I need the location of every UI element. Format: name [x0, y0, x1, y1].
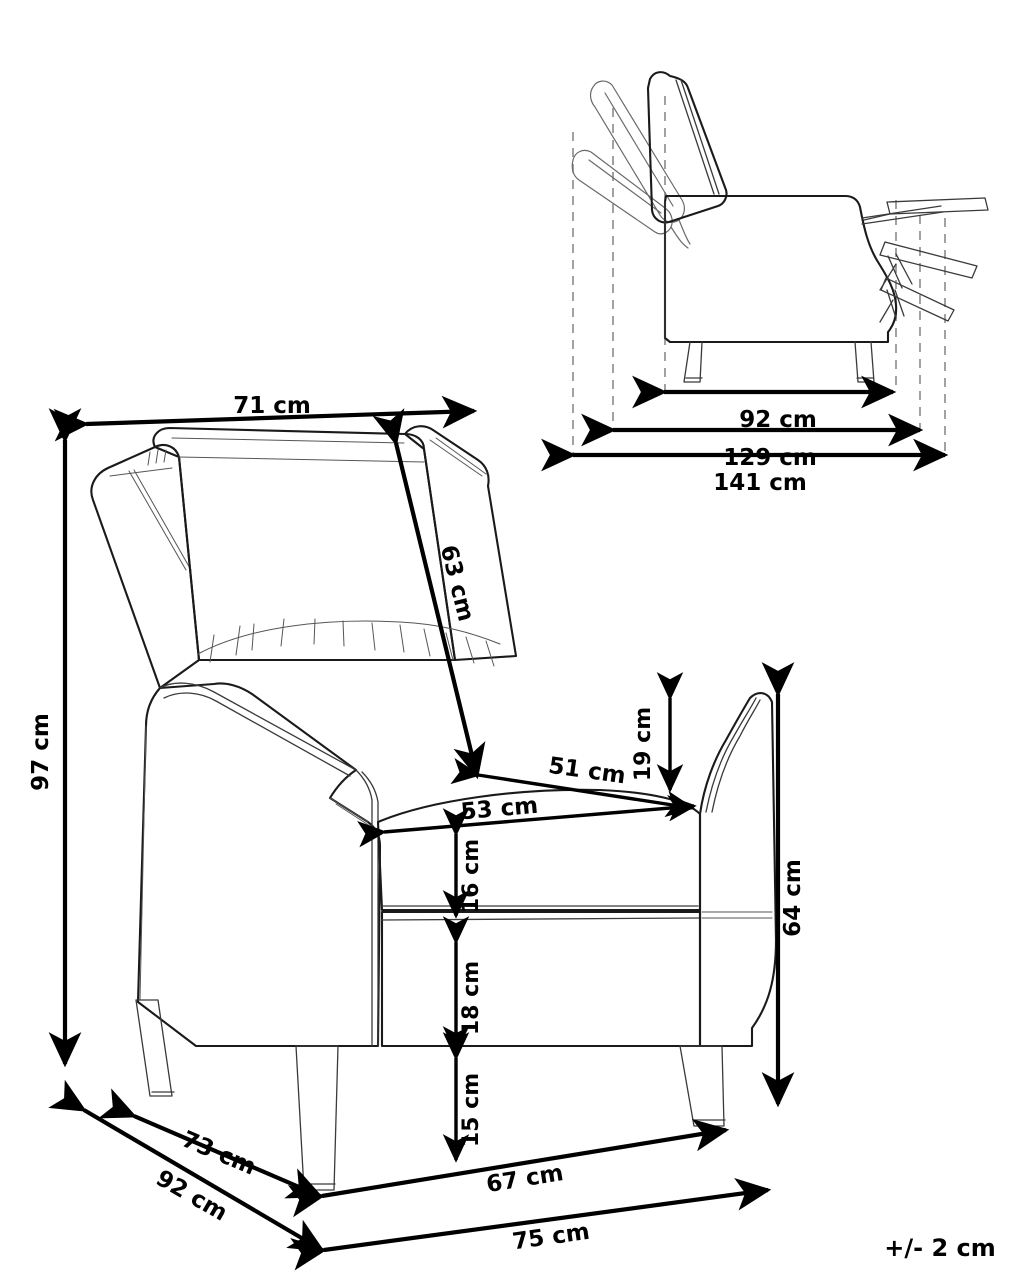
dim-label-15: 15 cm	[459, 1073, 484, 1147]
seat-cushion	[376, 788, 702, 912]
dim-63: 63 cm	[372, 408, 486, 780]
backrest-mid-reclined	[589, 80, 691, 245]
dim-label-18: 18 cm	[459, 961, 484, 1035]
dim-label-side-141: 141 cm	[713, 470, 807, 496]
armrest-right	[698, 692, 778, 1048]
dim-18: 18 cm	[442, 916, 484, 1055]
dim-16: 16 cm	[442, 808, 484, 919]
dim-97: 97 cm	[28, 408, 82, 1068]
tolerance-note: +/- 2 cm	[884, 1234, 995, 1262]
dim-label-side-129: 129 cm	[723, 445, 817, 471]
dim-71: 71 cm	[53, 393, 478, 442]
dim-75: 75 cm	[290, 1178, 772, 1271]
dim-label-19: 19 cm	[631, 707, 656, 781]
footrest-mechanism	[861, 197, 989, 323]
side-view-group: 92 cm 129 cm 141 cm	[541, 71, 989, 496]
dim-67: 67 cm	[287, 1118, 730, 1218]
dim-side-129: 129 cm	[581, 413, 924, 471]
dim-label-63: 63 cm	[435, 543, 479, 625]
dim-label-16: 16 cm	[459, 839, 484, 913]
backrest-fully-reclined	[571, 149, 689, 249]
dim-label-51: 51 cm	[547, 753, 627, 790]
armrest-left	[136, 682, 382, 1048]
dim-label-71: 71 cm	[233, 393, 311, 419]
dim-label-97: 97 cm	[28, 713, 54, 791]
dim-15: 15 cm	[442, 1032, 484, 1163]
dim-side-141: 141 cm	[541, 438, 949, 496]
chair-body-side	[663, 194, 898, 344]
front-view-group: 71 cm 97 cm 63 cm 51 cm 53 cm	[28, 393, 806, 1271]
base-apron	[380, 910, 702, 1048]
dim-side-92: 92 cm	[632, 375, 897, 433]
side-view-legs	[683, 341, 875, 383]
dim-64: 64 cm	[761, 662, 806, 1108]
dim-53: 53 cm	[357, 793, 697, 848]
backrest-upright	[646, 71, 728, 224]
dim-19: 19 cm	[631, 672, 684, 793]
dim-label-64: 64 cm	[780, 859, 806, 937]
